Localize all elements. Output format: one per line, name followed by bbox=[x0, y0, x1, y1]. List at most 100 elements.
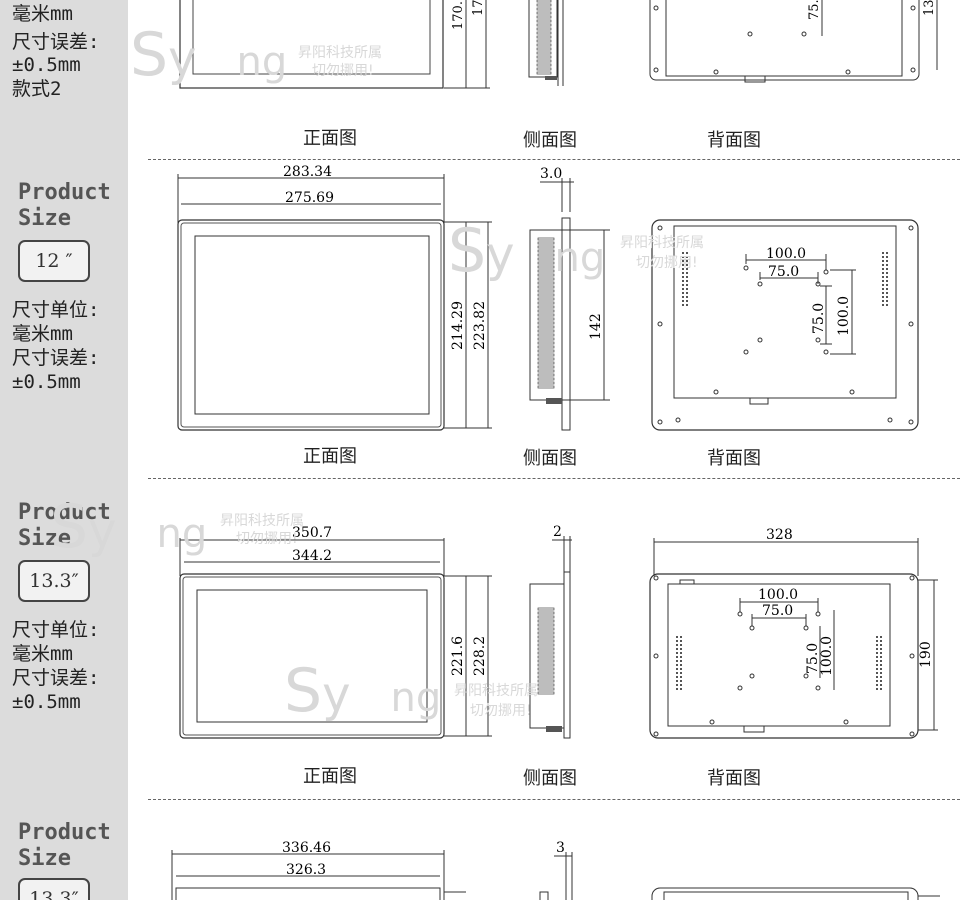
watermark-text: 切勿挪用! bbox=[312, 63, 374, 79]
dim-mount-inner-h: 75.0 bbox=[811, 303, 827, 334]
vent-dot bbox=[676, 672, 678, 674]
dim-mount-outer-w: 100.0 bbox=[766, 246, 806, 262]
vent-dot bbox=[876, 668, 878, 670]
vent-slot bbox=[536, 39, 552, 43]
vent-slot bbox=[537, 655, 555, 659]
vent-dot bbox=[686, 304, 688, 306]
vent-slot bbox=[537, 687, 555, 691]
vent-dot bbox=[682, 264, 684, 266]
top-drawing: 170. 17 75. 13 bbox=[179, 0, 938, 89]
dim-inner-height: 221.6 bbox=[450, 636, 466, 676]
front-bezel bbox=[179, 0, 444, 89]
dim-outer-width: 350.7 bbox=[292, 525, 332, 541]
spec-line: 尺寸单位: bbox=[12, 299, 100, 321]
vent-dot bbox=[676, 668, 678, 670]
vent-slot bbox=[537, 249, 555, 253]
vent-slot bbox=[537, 679, 555, 683]
vent-dot bbox=[886, 280, 888, 282]
drawing-13-3: 350.7 344.2 221.6 228.2 2 328 190 bbox=[179, 524, 938, 739]
vent-slot bbox=[536, 59, 552, 63]
vent-dot bbox=[682, 272, 684, 274]
vent-dot bbox=[876, 676, 878, 678]
vent-slot bbox=[537, 257, 555, 261]
dim-outer-width: 336.46 bbox=[282, 840, 331, 856]
vent-slot bbox=[537, 273, 555, 277]
vent-dot bbox=[876, 644, 878, 646]
vent-dot bbox=[882, 276, 884, 278]
vent-slot bbox=[537, 289, 555, 293]
vent-slot bbox=[537, 341, 555, 345]
vent-dot bbox=[680, 688, 682, 690]
spec-line: 尺寸误差: bbox=[12, 31, 100, 53]
vent-dot bbox=[886, 264, 888, 266]
vent-slot bbox=[536, 31, 552, 35]
vent-slot bbox=[536, 7, 552, 11]
vent-dot bbox=[676, 688, 678, 690]
dim-mount-inner-h: 75.0 bbox=[805, 643, 821, 674]
size-label: Size bbox=[18, 526, 71, 551]
spec-line: 毫米mm bbox=[12, 3, 73, 25]
vent-slot bbox=[537, 253, 555, 257]
back-panel bbox=[673, 225, 897, 399]
watermark-text: 昇阳科技所属 bbox=[220, 513, 304, 529]
dim-mount-inner-w: 75.0 bbox=[768, 264, 799, 280]
vent-dot bbox=[876, 672, 878, 674]
vent-dot bbox=[686, 260, 688, 262]
vent-slot bbox=[537, 659, 555, 663]
vent-slot bbox=[537, 377, 555, 381]
side-body bbox=[528, 0, 558, 78]
vent-dot bbox=[876, 652, 878, 654]
vent-dot bbox=[886, 284, 888, 286]
spec-line: ±0.5mm bbox=[12, 54, 81, 76]
vent-slot bbox=[537, 349, 555, 353]
vent-slot bbox=[537, 651, 555, 655]
vent-dot bbox=[680, 656, 682, 658]
vent-slot bbox=[536, 11, 552, 15]
vent-dot bbox=[882, 272, 884, 274]
top-partial-section: 毫米mm 尺寸误差: ±0.5mm 款式2 170. 17 75. 13 正 bbox=[0, 0, 960, 160]
vent-slot bbox=[537, 261, 555, 265]
vent-dot bbox=[676, 676, 678, 678]
product-label: Product bbox=[18, 500, 111, 525]
side-view-caption: 侧面图 bbox=[523, 448, 577, 469]
vent-slot bbox=[537, 373, 555, 377]
vent-dot bbox=[680, 648, 682, 650]
vent-slot bbox=[537, 353, 555, 357]
back-view-caption: 背面图 bbox=[707, 448, 761, 469]
vent-slot bbox=[536, 67, 552, 71]
vent-dot bbox=[686, 292, 688, 294]
vent-dot bbox=[882, 252, 884, 254]
left-panel bbox=[0, 0, 128, 900]
vent-dot bbox=[680, 644, 682, 646]
vent-dot bbox=[882, 284, 884, 286]
vent-slot bbox=[537, 365, 555, 369]
vent-dot bbox=[880, 680, 882, 682]
vent-dot bbox=[880, 664, 882, 666]
vent-dot bbox=[682, 252, 684, 254]
vent-slot bbox=[537, 277, 555, 281]
back-panel bbox=[667, 583, 891, 727]
vent-slot bbox=[537, 611, 555, 615]
spec-line: 毫米mm bbox=[12, 643, 73, 665]
back-view-caption: 背面图 bbox=[707, 768, 761, 789]
spec-line: 毫米mm bbox=[12, 323, 73, 345]
vent-slot bbox=[537, 619, 555, 623]
vent-dot bbox=[886, 300, 888, 302]
vent-slot bbox=[536, 3, 552, 7]
vent-dot bbox=[876, 648, 878, 650]
watermark-text: 昇阳科技所属 bbox=[298, 45, 382, 61]
vent-dot bbox=[676, 680, 678, 682]
vent-dot bbox=[876, 640, 878, 642]
size-badge: 13.3″ bbox=[18, 560, 90, 602]
size-badge: 13.3″ bbox=[18, 878, 90, 900]
vent-slot bbox=[537, 369, 555, 373]
vent-dot bbox=[882, 288, 884, 290]
vent-slot bbox=[537, 313, 555, 317]
section-divider bbox=[148, 159, 960, 160]
vent-slot bbox=[537, 627, 555, 631]
vent-dot bbox=[680, 660, 682, 662]
vent-dot bbox=[876, 684, 878, 686]
